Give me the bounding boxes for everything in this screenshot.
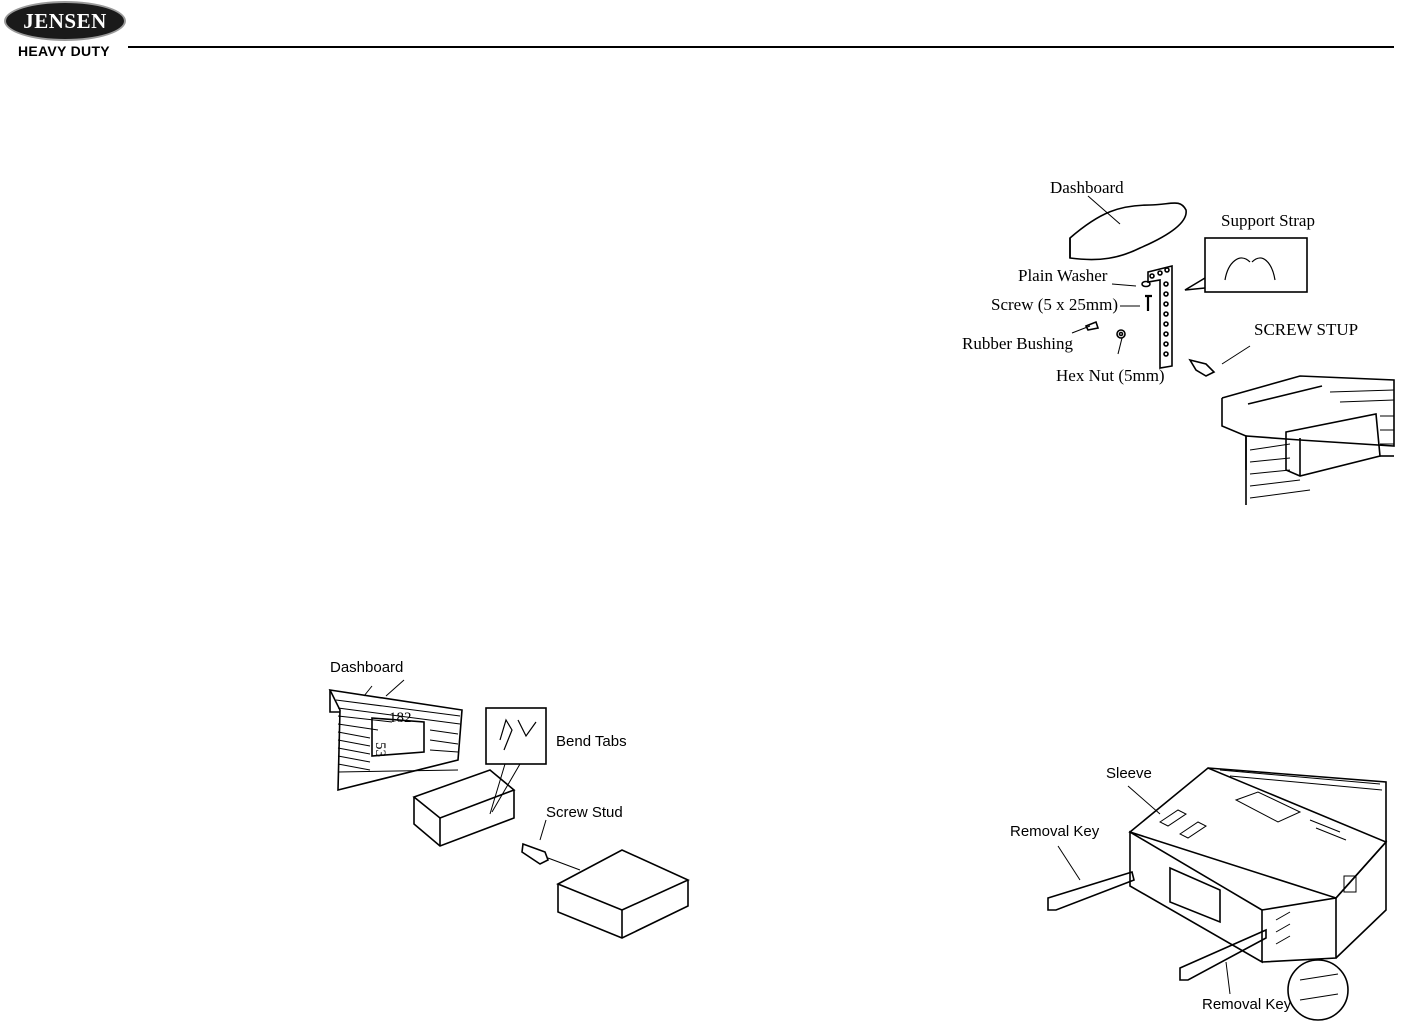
label-removal-key-bottom: Removal Key: [1202, 996, 1291, 1013]
label-sleeve: Sleeve: [1106, 765, 1152, 782]
label-removal-key-top: Removal Key: [1010, 823, 1099, 840]
